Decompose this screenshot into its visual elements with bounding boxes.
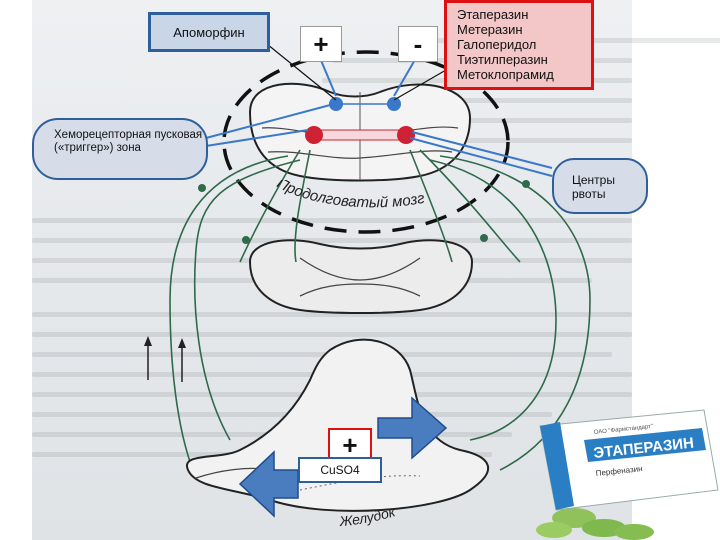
text-line <box>352 118 632 123</box>
trigger-zone-label: Хеморецепторная пусковая («триггер») зон… <box>54 129 203 154</box>
nerve-node <box>480 234 488 242</box>
nerve-fibre <box>169 155 289 479</box>
antagonist-item: Метоклопрамид <box>457 67 554 82</box>
nerve-fibre <box>193 159 301 441</box>
tablet <box>536 522 572 538</box>
text-line <box>32 238 632 243</box>
trigger-zone-callout: Хеморецепторная пусковая («триггер») зон… <box>32 118 208 180</box>
vomit-center-dot-left <box>305 126 323 144</box>
tablet <box>614 524 654 540</box>
vomit-center-label: Центры рвоты <box>572 173 615 201</box>
text-line <box>32 332 632 337</box>
text-line <box>32 352 612 357</box>
nerve-fibre <box>239 149 301 263</box>
emetic-label: CuSO4 <box>320 463 360 477</box>
package-side-stripe <box>540 422 574 510</box>
big-arrow-right <box>377 396 448 460</box>
nerve-fibre <box>409 149 453 263</box>
spinal-cord-outline <box>248 239 474 314</box>
trigger-pointer <box>205 103 335 139</box>
nerve-fibre <box>429 159 557 441</box>
stomach-label: Желудок <box>338 503 398 529</box>
agonist-label: Апоморфин <box>173 24 245 40</box>
svg-text:Желудок: Желудок <box>338 503 398 529</box>
vomit-center-callout: Центры рвоты <box>552 158 648 214</box>
nerve-fibre <box>419 149 521 263</box>
grey-matter <box>299 283 421 297</box>
trigger-pointer <box>205 129 309 147</box>
vomit-pointer <box>411 131 553 169</box>
nerve-fibre <box>294 149 311 263</box>
antagonist-item: Этаперазин <box>457 7 529 22</box>
agonist-line <box>261 39 337 101</box>
nerve-node <box>522 180 530 188</box>
stomach-stimulation-sign: + <box>328 428 372 462</box>
agonist-arrow <box>319 57 337 97</box>
text-line <box>352 138 632 143</box>
antagonist-item: Тиэтилперазин <box>457 52 548 67</box>
package-brand-band <box>584 428 706 462</box>
agonist-box: Апоморфин <box>148 12 270 52</box>
text-line <box>32 312 632 317</box>
antagonist-arrow <box>393 57 417 97</box>
emetic-box: CuSO4 <box>298 457 382 483</box>
antagonist-item: Галоперидол <box>457 37 537 52</box>
inhibition-sign: - <box>398 26 438 62</box>
nerve-node <box>198 184 206 192</box>
vomit-center-dot-right <box>397 126 415 144</box>
antagonist-item: Метеразин <box>457 22 523 37</box>
vomit-link-bar <box>313 129 407 141</box>
stimulation-sign: + <box>300 26 342 62</box>
text-line <box>332 98 632 103</box>
medulla-label: Продолговатый мозг <box>274 180 426 211</box>
vomit-pointer <box>409 137 553 177</box>
nerve-node <box>242 236 250 244</box>
grey-matter <box>299 257 421 281</box>
afferent-arrowhead <box>178 338 186 348</box>
medicine-package-photo: ЭТАПЕРАЗИН ОАО "Фармстандарт" Перфеназин <box>536 409 719 540</box>
afferent-arrowhead <box>144 336 152 346</box>
antagonist-line <box>393 69 447 101</box>
tablet <box>552 508 596 528</box>
medulla-dashed-ellipse <box>222 50 510 234</box>
antagonist-list-box: Этаперазин Метеразин Галоперидол Тиэтилп… <box>444 0 594 90</box>
text-line <box>32 218 632 223</box>
big-arrow-left <box>238 450 299 518</box>
svg-text:Продолговатый мозг: Продолговатый мозг <box>274 180 426 211</box>
